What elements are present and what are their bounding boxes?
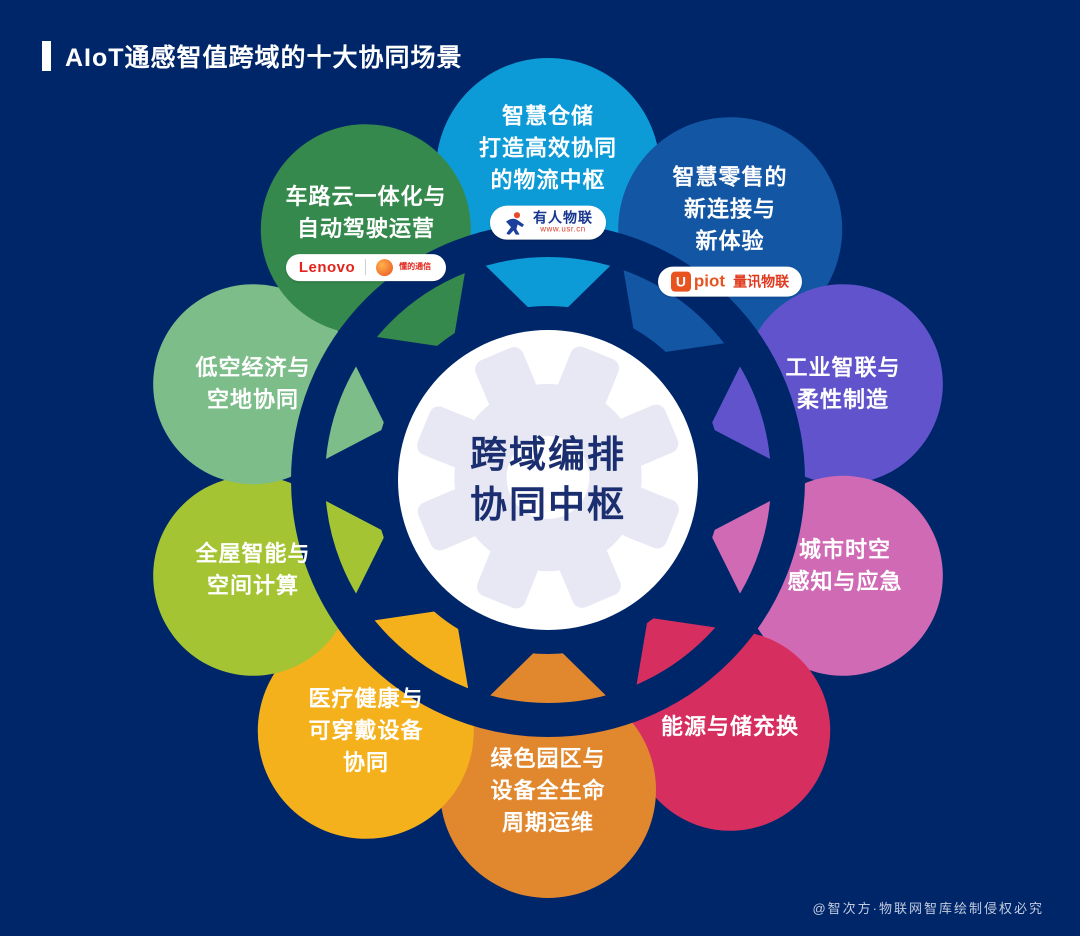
upiot-u-icon: U xyxy=(670,271,691,292)
petal-green-park: 绿色园区与 设备全生命 周期运维 xyxy=(423,743,673,839)
petal-healthcare-wearables: 医疗健康与 可穿戴设备 协同 xyxy=(241,683,491,779)
petal-label: 全屋智能与 空间计算 xyxy=(195,541,311,598)
upiot-logo-cn: 量讯物联 xyxy=(733,273,790,290)
petal-label: 车路云一体化与 自动驾驶运营 xyxy=(285,184,447,241)
petal-label: 工业智联与 柔性制造 xyxy=(785,355,901,412)
ring-channel xyxy=(291,223,805,737)
page-title: AIoT通感智值跨域的十大协同场景 xyxy=(65,44,463,72)
petal-energy-storage: 能源与储充换 xyxy=(605,711,855,743)
usr-person-icon xyxy=(506,211,524,235)
dongde-telecom-icon xyxy=(376,258,394,276)
petal-low-altitude: 低空经济与 空地协同 xyxy=(128,352,378,416)
petal-label: 能源与储充换 xyxy=(660,714,799,740)
usr-logo-url: www.usr.cn xyxy=(540,224,586,234)
petal-smart-home: 全屋智能与 空间计算 xyxy=(128,538,378,602)
petal-label: 医疗健康与 可穿戴设备 协同 xyxy=(308,686,424,775)
petal-label: 城市时空 感知与应急 xyxy=(787,537,903,594)
title-accent-bar xyxy=(42,41,51,71)
petal-shape-smart-retail xyxy=(618,117,843,357)
logo-divider xyxy=(365,259,367,276)
petal-city-spacetime: 城市时空 感知与应急 xyxy=(720,534,970,598)
petal-label: 低空经济与 空地协同 xyxy=(195,355,311,412)
petal-vehicle-road-cloud: 车路云一体化与 自动驾驶运营 Lenovo 懂的通信 xyxy=(241,181,491,281)
gear-icon xyxy=(410,340,686,621)
ring-channel xyxy=(374,306,722,654)
usr-logo-name: 有人物联 xyxy=(533,209,593,226)
usr-iot-logo: 有人物联 www.usr.cn xyxy=(490,205,606,240)
lenovo-logo-name: Lenovo xyxy=(298,258,356,276)
petal-label: 智慧仓储 打造高效协同 的物流中枢 xyxy=(478,103,617,193)
upiot-logo: U piot 量讯物联 xyxy=(657,266,803,297)
petal-industrial-intelligence: 工业智联与 柔性制造 xyxy=(718,352,968,416)
dongde-logo-text: 懂的通信 xyxy=(399,261,432,271)
upiot-logo-name: piot xyxy=(693,271,726,291)
petal-label: 智慧零售的 新连接与 新体验 xyxy=(672,164,788,254)
credit-line: @智次方·物联网智库绘制侵权必究 xyxy=(812,901,1044,916)
hub-title: 跨域编排 协同中枢 xyxy=(470,434,626,525)
petal-smart-retail: 智慧零售的 新连接与 新体验 U piot 量讯物联 xyxy=(605,162,855,297)
page-header: AIoT通感智值跨域的十大协同场景 xyxy=(42,38,463,74)
lenovo-logo: Lenovo 懂的通信 xyxy=(285,253,447,281)
petal-label: 绿色园区与 设备全生命 周期运维 xyxy=(490,746,606,835)
petal-smart-warehouse: 智慧仓储 打造高效协同 的物流中枢 有人物联 www.usr.cn xyxy=(423,101,673,240)
